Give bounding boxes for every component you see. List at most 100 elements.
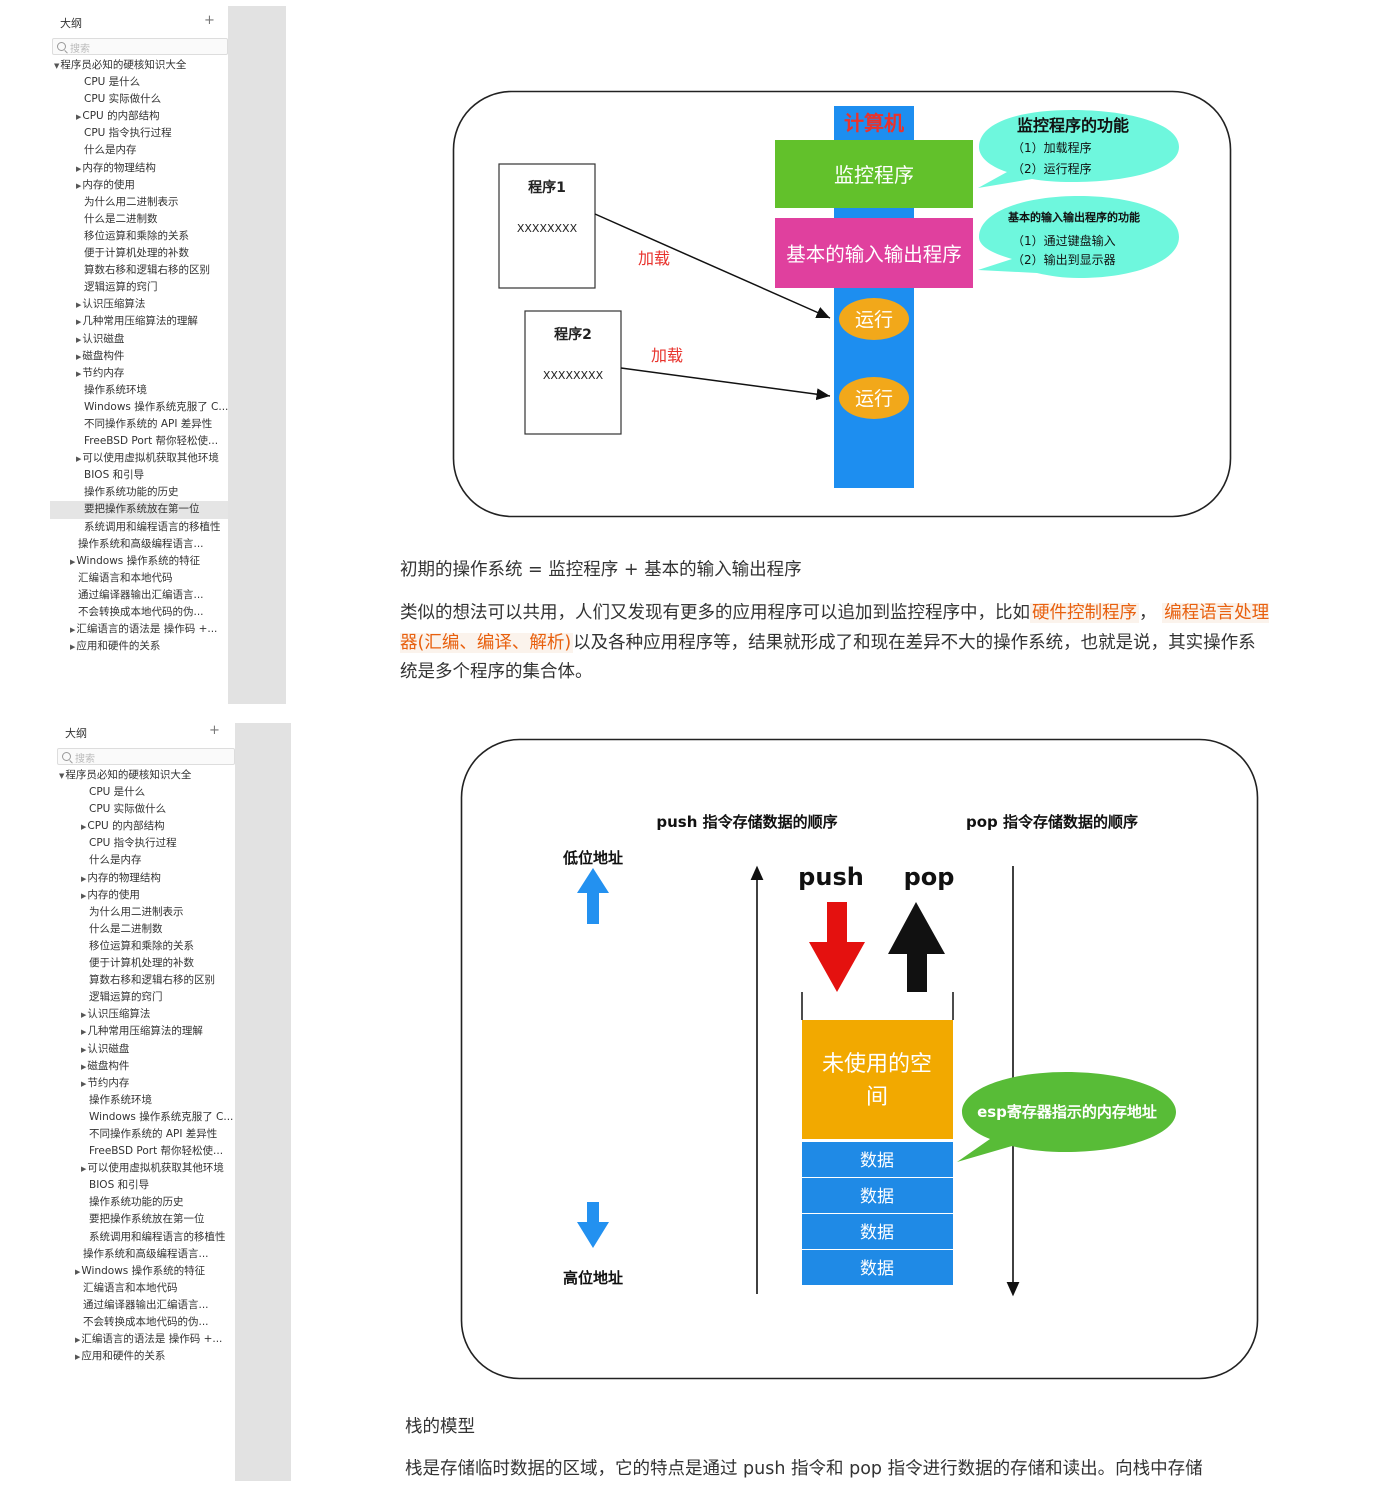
- expand-right-icon[interactable]: ▶: [76, 301, 82, 310]
- outline-item[interactable]: 便于计算机处理的补数: [50, 245, 228, 262]
- outline-item[interactable]: ▶CPU 的内部结构: [55, 818, 235, 835]
- outline-item[interactable]: 操作系统环境: [55, 1092, 235, 1109]
- expand-right-icon[interactable]: ▶: [76, 164, 82, 173]
- outline-item[interactable]: 要把操作系统放在第一位: [55, 1211, 235, 1228]
- outline-item[interactable]: 逻辑运算的窍门: [50, 279, 228, 296]
- outline-item[interactable]: ▶磁盘构件: [50, 348, 228, 365]
- outline-item[interactable]: 操作系统环境: [50, 382, 228, 399]
- outline-item[interactable]: ▶几种常用压缩算法的理解: [55, 1023, 235, 1040]
- outline-item[interactable]: ▶磁盘构件: [55, 1058, 235, 1075]
- outline-item[interactable]: ▶认识压缩算法: [50, 296, 228, 313]
- outline-item[interactable]: 操作系统和高级编程语言...: [50, 536, 228, 553]
- search-input[interactable]: 搜索: [57, 748, 235, 765]
- expand-right-icon[interactable]: ▶: [81, 1011, 87, 1020]
- outline-item[interactable]: 为什么用二进制表示: [50, 194, 228, 211]
- add-icon[interactable]: +: [204, 13, 215, 28]
- outline-item[interactable]: ▶可以使用虚拟机获取其他环境: [50, 450, 228, 467]
- outline-item[interactable]: BIOS 和引导: [55, 1177, 235, 1194]
- outline-item[interactable]: ▼程序员必知的硬核知识大全: [50, 57, 228, 74]
- outline-item[interactable]: 要把操作系统放在第一位: [50, 501, 228, 519]
- scrollbar-track[interactable]: [228, 6, 286, 704]
- outline-item[interactable]: ▶节约内存: [55, 1075, 235, 1092]
- expand-right-icon[interactable]: ▶: [70, 557, 76, 566]
- expand-right-icon[interactable]: ▶: [81, 1079, 87, 1088]
- outline-item[interactable]: 什么是内存: [55, 852, 235, 869]
- expand-right-icon[interactable]: ▶: [76, 352, 82, 361]
- outline-item[interactable]: 操作系统和高级编程语言...: [55, 1246, 235, 1263]
- expand-right-icon[interactable]: ▶: [75, 1353, 81, 1362]
- expand-right-icon[interactable]: ▶: [76, 181, 82, 190]
- outline-item[interactable]: 通过编译器输出汇编语言...: [55, 1297, 235, 1314]
- outline-item[interactable]: 为什么用二进制表示: [55, 904, 235, 921]
- expand-right-icon[interactable]: ▶: [81, 1165, 87, 1174]
- outline-item[interactable]: ▶认识磁盘: [50, 331, 228, 348]
- outline-item[interactable]: ▶内存的使用: [50, 177, 228, 194]
- outline-item[interactable]: 逻辑运算的窍门: [55, 989, 235, 1006]
- outline-item[interactable]: 系统调用和编程语言的移植性: [50, 519, 228, 536]
- outline-item[interactable]: CPU 指令执行过程: [55, 835, 235, 852]
- outline-item[interactable]: 什么是二进制数: [50, 211, 228, 228]
- outline-item[interactable]: CPU 实际做什么: [50, 91, 228, 108]
- outline-item[interactable]: 系统调用和编程语言的移植性: [55, 1229, 235, 1246]
- expand-right-icon[interactable]: ▶: [76, 335, 82, 344]
- outline-item[interactable]: 算数右移和逻辑右移的区别: [55, 972, 235, 989]
- outline-item[interactable]: ▶汇编语言的语法是 操作码 +...: [55, 1331, 235, 1348]
- outline-item[interactable]: CPU 是什么: [50, 74, 228, 91]
- outline-item[interactable]: 不会转换成本地代码的伪...: [50, 604, 228, 621]
- expand-right-icon[interactable]: ▶: [70, 643, 76, 652]
- expand-right-icon[interactable]: ▶: [81, 1062, 87, 1071]
- outline-item[interactable]: 不同操作系统的 API 差异性: [50, 416, 228, 433]
- outline-item[interactable]: FreeBSD Port 帮你轻松使...: [55, 1143, 235, 1160]
- outline-item[interactable]: ▶认识压缩算法: [55, 1006, 235, 1023]
- expand-down-icon[interactable]: ▼: [54, 62, 60, 70]
- expand-right-icon[interactable]: ▶: [81, 1045, 87, 1054]
- outline-item[interactable]: 汇编语言和本地代码: [50, 570, 228, 587]
- expand-right-icon[interactable]: ▶: [70, 626, 76, 635]
- expand-right-icon[interactable]: ▶: [76, 369, 82, 378]
- outline-item[interactable]: ▶Windows 操作系统的特征: [55, 1263, 235, 1280]
- expand-down-icon[interactable]: ▼: [59, 772, 65, 780]
- outline-item[interactable]: 汇编语言和本地代码: [55, 1280, 235, 1297]
- expand-right-icon[interactable]: ▶: [76, 318, 82, 327]
- outline-item[interactable]: CPU 实际做什么: [55, 801, 235, 818]
- outline-item[interactable]: ▶可以使用虚拟机获取其他环境: [55, 1160, 235, 1177]
- expand-right-icon[interactable]: ▶: [76, 455, 82, 464]
- outline-item[interactable]: CPU 是什么: [55, 784, 235, 801]
- outline-item[interactable]: ▶应用和硬件的关系: [55, 1348, 235, 1365]
- outline-item[interactable]: Windows 操作系统克服了 C...: [50, 399, 228, 416]
- search-input[interactable]: 搜索: [52, 38, 228, 55]
- outline-item[interactable]: ▶CPU 的内部结构: [50, 108, 228, 125]
- outline-item[interactable]: 不同操作系统的 API 差异性: [55, 1126, 235, 1143]
- outline-item[interactable]: 操作系统功能的历史: [50, 484, 228, 501]
- outline-item[interactable]: CPU 指令执行过程: [50, 125, 228, 142]
- expand-right-icon[interactable]: ▶: [81, 1028, 87, 1037]
- outline-item[interactable]: 什么是内存: [50, 142, 228, 159]
- outline-item[interactable]: 便于计算机处理的补数: [55, 955, 235, 972]
- add-icon[interactable]: +: [209, 723, 220, 738]
- outline-item[interactable]: ▶内存的使用: [55, 887, 235, 904]
- outline-item[interactable]: ▶汇编语言的语法是 操作码 +...: [50, 621, 228, 638]
- outline-item[interactable]: 移位运算和乘除的关系: [50, 228, 228, 245]
- outline-item[interactable]: 什么是二进制数: [55, 921, 235, 938]
- outline-item[interactable]: ▶Windows 操作系统的特征: [50, 553, 228, 570]
- outline-item[interactable]: ▶认识磁盘: [55, 1041, 235, 1058]
- outline-item[interactable]: 移位运算和乘除的关系: [55, 938, 235, 955]
- expand-right-icon[interactable]: ▶: [81, 891, 87, 900]
- outline-item[interactable]: ▶内存的物理结构: [50, 160, 228, 177]
- outline-item[interactable]: ▼程序员必知的硬核知识大全: [55, 767, 235, 784]
- outline-item[interactable]: ▶应用和硬件的关系: [50, 638, 228, 655]
- outline-item[interactable]: ▶节约内存: [50, 365, 228, 382]
- outline-item[interactable]: 通过编译器输出汇编语言...: [50, 587, 228, 604]
- expand-right-icon[interactable]: ▶: [81, 874, 87, 883]
- expand-right-icon[interactable]: ▶: [75, 1336, 81, 1345]
- outline-item[interactable]: 操作系统功能的历史: [55, 1194, 235, 1211]
- outline-item[interactable]: 算数右移和逻辑右移的区别: [50, 262, 228, 279]
- expand-right-icon[interactable]: ▶: [81, 823, 87, 832]
- outline-item[interactable]: ▶几种常用压缩算法的理解: [50, 313, 228, 330]
- expand-right-icon[interactable]: ▶: [76, 113, 82, 122]
- outline-item[interactable]: Windows 操作系统克服了 C...: [55, 1109, 235, 1126]
- expand-right-icon[interactable]: ▶: [75, 1267, 81, 1276]
- scrollbar-track[interactable]: [235, 723, 291, 1481]
- outline-item[interactable]: 不会转换成本地代码的伪...: [55, 1314, 235, 1331]
- outline-item[interactable]: FreeBSD Port 帮你轻松使...: [50, 433, 228, 450]
